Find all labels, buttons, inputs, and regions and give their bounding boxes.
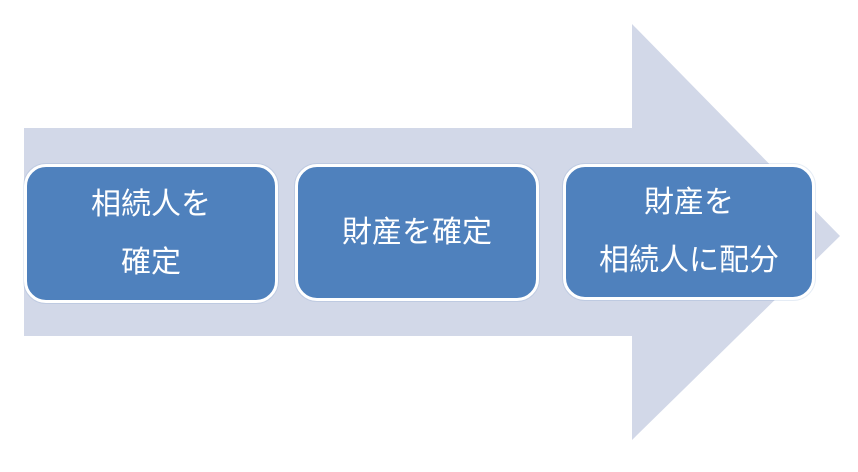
step-label: 財産を確定 [342, 214, 492, 250]
step-box-distribute-assets: 財産を 相続人に配分 [563, 164, 815, 300]
step-box-confirm-heirs: 相続人を 確定 [24, 164, 278, 303]
step-label: 相続人を 確定 [91, 186, 211, 280]
step-box-confirm-assets: 財産を確定 [295, 164, 539, 301]
step-label: 財産を 相続人に配分 [599, 185, 779, 278]
